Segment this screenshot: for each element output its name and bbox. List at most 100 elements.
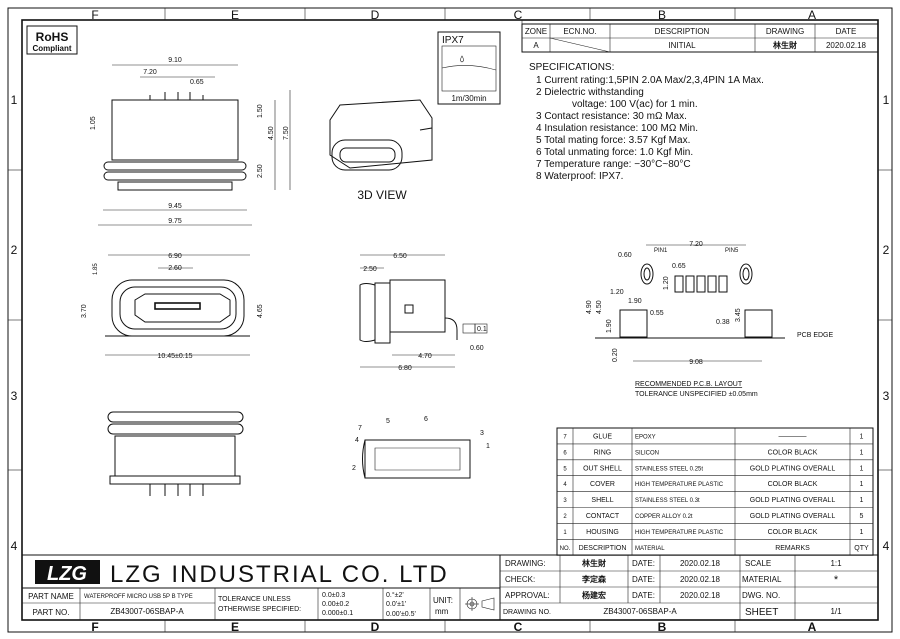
zone-letter: C <box>514 620 523 634</box>
bom-cell: CONTACT <box>586 513 620 520</box>
bom-header: REMARKS <box>775 545 810 552</box>
bom-cell: HIGH TEMPERATURE PLASTIC <box>635 530 724 536</box>
zone-number: 2 <box>11 243 18 257</box>
spec-item: voltage: 100 V(ac) for 1 min. <box>572 99 698 110</box>
dwg-no-label: DWG. NO. <box>742 591 780 600</box>
dim-label: 0.38 <box>716 319 730 326</box>
rohs-badge: RoHS Compliant <box>26 25 78 55</box>
logo-text: LZG <box>47 563 87 585</box>
bom-header: DESCRIPTION <box>579 545 627 552</box>
date-value: 2020.02.18 <box>680 559 721 568</box>
zone-letters-top: F E D C B A <box>91 8 816 22</box>
zone-letter: D <box>371 620 380 634</box>
bom-cell: 1 <box>563 530 567 536</box>
dim-label: 1.05 <box>90 116 97 130</box>
date-value: 2020.02.18 <box>680 575 721 584</box>
bom-cell: 1 <box>860 529 864 536</box>
bom-cell: 1 <box>860 449 864 456</box>
pcb-tolerance: TOLERANCE UNSPECIFIED ±0.05mm <box>635 391 758 398</box>
title-block: LZG LZG INDUSTRIAL CO. LTD PART NAME WAT… <box>21 554 879 621</box>
bom-cell: 5 <box>860 513 864 520</box>
bom-cell: GLUE <box>593 434 612 441</box>
bom-cell: 1 <box>860 497 864 504</box>
drawing-label: DRAWING: <box>505 559 546 568</box>
bom-cell: COLOR BLACK <box>768 529 818 536</box>
rev-header: DRAWING <box>766 27 804 36</box>
zone-letter: D <box>371 8 380 22</box>
dim-label: 9.45 <box>168 203 182 210</box>
rev-header: DESCRIPTION <box>655 27 710 36</box>
tolerance-label: TOLERANCE UNLESS <box>218 596 291 603</box>
dim-label: 9.10 <box>168 57 182 64</box>
date-label: DATE: <box>632 575 655 584</box>
drawing-no: ZB43007-06SBAP-A <box>603 607 677 616</box>
bom-cell: 6 <box>563 450 567 456</box>
zone-number: 4 <box>11 539 18 553</box>
3d-view: 3D VIEW <box>329 99 433 202</box>
dim-label: 6.90 <box>168 253 182 260</box>
date-label: DATE: <box>632 591 655 600</box>
bom-cell: 1 <box>860 465 864 472</box>
bom-cell: HIGH TEMPERATURE PLASTIC <box>635 482 724 488</box>
angle-tolerance: 0.00'±0.5' <box>386 611 416 618</box>
material-value: * <box>834 574 839 586</box>
unit-label: UNIT: <box>433 596 453 605</box>
bom-cell: 2 <box>563 514 567 520</box>
ipx-depth: 1m/30min <box>451 94 486 103</box>
side-view: 6.50 2.50 0.1 0.60 4.70 6.80 <box>359 253 488 372</box>
dim-label: 0.65 <box>672 263 686 270</box>
callout-number: 6 <box>424 416 428 423</box>
angle-tolerance: 0.°±2' <box>386 591 404 599</box>
dim-label: 9.08 <box>689 359 703 366</box>
rev-header: ECN.NO. <box>563 27 596 36</box>
date-value: 2020.02.18 <box>680 591 721 600</box>
dim-label: 1.85 <box>93 263 99 275</box>
callout-number: 2 <box>352 465 356 472</box>
dim-label: 7.50 <box>283 126 290 140</box>
rev-date: 2020.02.18 <box>826 41 867 50</box>
zone-number: 2 <box>883 243 890 257</box>
sheet-label: SHEET <box>745 607 778 618</box>
bom-cell: COLOR BLACK <box>768 449 818 456</box>
dim-label: 7.20 <box>689 241 703 248</box>
angle-tolerance: 0.0'±1' <box>386 601 406 608</box>
tolerance-label: OTHERWISE SPECIFIED: <box>218 606 301 613</box>
zone-numbers: 1 2 3 4 1 2 3 4 <box>11 93 890 553</box>
spec-item: 1 Current rating:1,5PIN 2.0A Max/2,3,4PI… <box>536 75 764 86</box>
ipx-title: IPX7 <box>442 35 464 46</box>
zone-letter: E <box>231 8 239 22</box>
callout-number: 5 <box>386 418 390 425</box>
bom-cell: EPOXY <box>635 435 656 441</box>
pcb-layout: 7.20 0.60 PIN1 PIN5 0.65 1.20 1.20 1.90 … <box>586 241 834 398</box>
callout-number: 7 <box>358 425 362 432</box>
dim-label: 0.1 <box>477 326 487 333</box>
zone-number: 3 <box>11 389 18 403</box>
bom-cell: 5 <box>563 466 567 472</box>
dim-label: 4.50 <box>268 126 275 140</box>
part-name-label: PART NAME <box>28 592 74 601</box>
rev-description: INITIAL <box>668 41 696 50</box>
dim-label: 4.65 <box>257 304 264 318</box>
dim-label: 4.70 <box>418 353 432 360</box>
zone-letter: A <box>808 8 816 22</box>
bom-cell: ———— <box>779 434 807 441</box>
bom-cell: COVER <box>590 481 615 488</box>
bom-cell: STAINLESS STEEL 0.25t <box>635 466 703 472</box>
bom-cell: 4 <box>563 482 567 488</box>
dim-label: 0.55 <box>650 310 664 317</box>
dim-label: 0.60 <box>470 345 484 352</box>
pin5-label: PIN5 <box>725 248 739 254</box>
dim-label: 7.20 <box>143 69 157 76</box>
dim-label: 4.50 <box>596 300 603 314</box>
checker-signature: 李定森 <box>581 574 607 584</box>
zone-letter: E <box>231 620 239 634</box>
spec-item: 5 Total mating force: 3.57 Kgf Max. <box>536 135 690 146</box>
inner-border <box>21 19 879 621</box>
dim-label: 3.45 <box>735 308 742 322</box>
scale-label: SCALE <box>745 559 771 568</box>
zone-letter: B <box>658 620 667 634</box>
tolerance-value: 0.00±0.2 <box>322 601 349 608</box>
dim-label: 9.75 <box>168 218 182 225</box>
pcb-caption: RECOMMENDED P.C.B. LAYOUT <box>635 381 743 388</box>
